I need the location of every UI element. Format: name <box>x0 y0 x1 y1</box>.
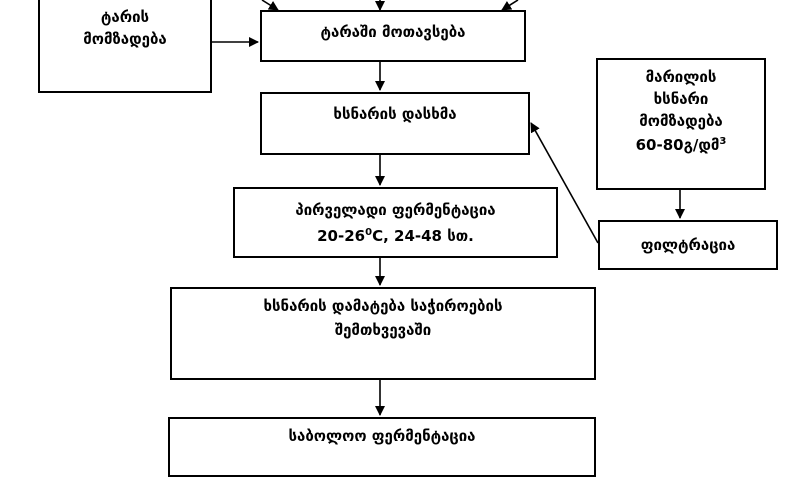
final-fermentation-box: საბოლოო ფერმენტაცია <box>168 417 596 477</box>
container-prep-line-2: მომზადება <box>83 30 167 48</box>
primary-fermentation-conditions: 20-260C, 24-48 სთ. <box>235 225 556 247</box>
brine-addition-line-2: შემთხვევაში <box>334 321 432 339</box>
brine-pour-label: ხსნარის დასხმა <box>333 105 457 123</box>
salt-brine-line-2: ხსნარი <box>653 90 709 108</box>
placement-label: ტარაში მოთავსება <box>320 23 466 41</box>
salt-brine-concentration-sup: 3 <box>719 136 727 147</box>
salt-brine-box: მარილის ხსნარი მომზადება 60-80გ/დმ3 <box>596 58 766 190</box>
brine-pour-box: ხსნარის დასხმა <box>260 92 530 155</box>
placement-box: ტარაში მოთავსება <box>260 10 526 62</box>
arrow-top-right <box>501 0 519 11</box>
primary-fermentation-title: პირველადი ფერმენტაცია <box>295 201 496 219</box>
connector-layer <box>212 0 685 416</box>
primary-fermentation-time: C, 24-48 სთ. <box>372 227 474 245</box>
salt-brine-line-1: მარილის <box>645 68 717 86</box>
primary-fermentation-box: პირველადი ფერმენტაცია 20-260C, 24-48 სთ. <box>233 187 558 258</box>
primary-fermentation-degree: 0 <box>365 227 373 238</box>
brine-addition-box: ხსნარის დამატება საჭიროების შემთხვევაში <box>170 287 596 380</box>
filtration-label: ფილტრაცია <box>640 236 736 254</box>
arrow-filtration-to-pour <box>530 122 599 244</box>
final-fermentation-label: საბოლოო ფერმენტაცია <box>288 427 476 445</box>
filtration-box: ფილტრაცია <box>598 220 778 270</box>
salt-brine-concentration-value: 60-80გ/დმ <box>635 136 720 154</box>
salt-brine-concentration: 60-80გ/დმ3 <box>598 134 764 156</box>
container-prep-line-1: ტარის <box>100 8 150 26</box>
brine-addition-line-1: ხსნარის დამატება საჭიროების <box>263 297 503 315</box>
salt-brine-line-3: მომზადება <box>639 112 723 130</box>
primary-fermentation-temp: 20-26 <box>317 227 366 245</box>
container-prep-box: ტარის მომზადება <box>38 0 212 93</box>
arrow-top-left <box>261 0 279 11</box>
